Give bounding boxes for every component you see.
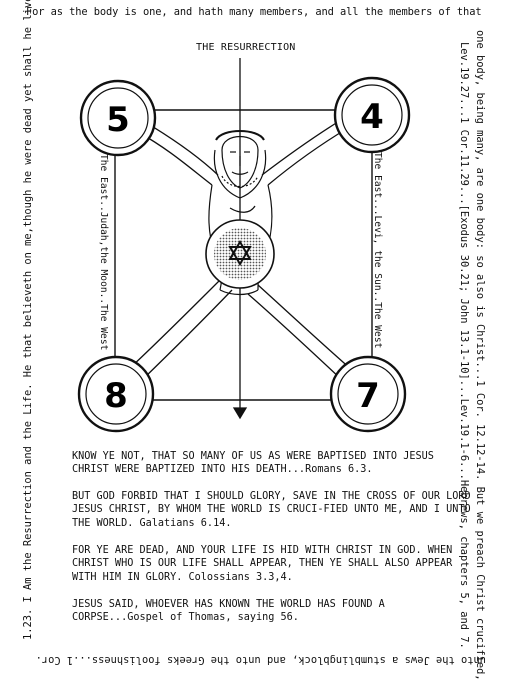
circle-number-8: 8 <box>104 376 128 416</box>
circle-number-4: 4 <box>360 97 384 137</box>
corner-circle-bottom-right <box>329 355 407 433</box>
corner-circle-top-right <box>333 76 411 154</box>
left-direction-label: The East..Judah,the Moon..The West <box>98 154 109 351</box>
star-of-david-icon <box>228 240 252 266</box>
central-star-medallion <box>205 219 275 289</box>
corner-circle-top-left <box>79 79 157 157</box>
square-frame <box>114 109 373 401</box>
scripture-paragraph-thomas: JESUS SAID, WHOEVER HAS KNOWN THE WORLD … <box>72 599 385 624</box>
right-direction-label: The East...Levi, the Sun..The West <box>372 152 383 349</box>
circle-number-7: 7 <box>356 376 380 416</box>
christ-head <box>213 130 267 199</box>
corner-circle-bottom-left <box>77 355 155 433</box>
scripture-paragraph-colossians: FOR YE ARE DEAD, AND YOUR LIFE IS HID WI… <box>72 545 453 583</box>
diagram-title: THE RESURRECTION <box>196 42 296 53</box>
scripture-paragraph-romans: KNOW YE NOT, THAT SO MANY OF US AS WERE … <box>72 451 434 476</box>
scripture-paragraph-galatians: BUT GOD FORBID THAT I SHOULD GLORY, SAVE… <box>72 491 471 529</box>
circle-number-5: 5 <box>106 100 130 140</box>
top-margin-text: For as the body is one, and hath many me… <box>26 6 482 18</box>
